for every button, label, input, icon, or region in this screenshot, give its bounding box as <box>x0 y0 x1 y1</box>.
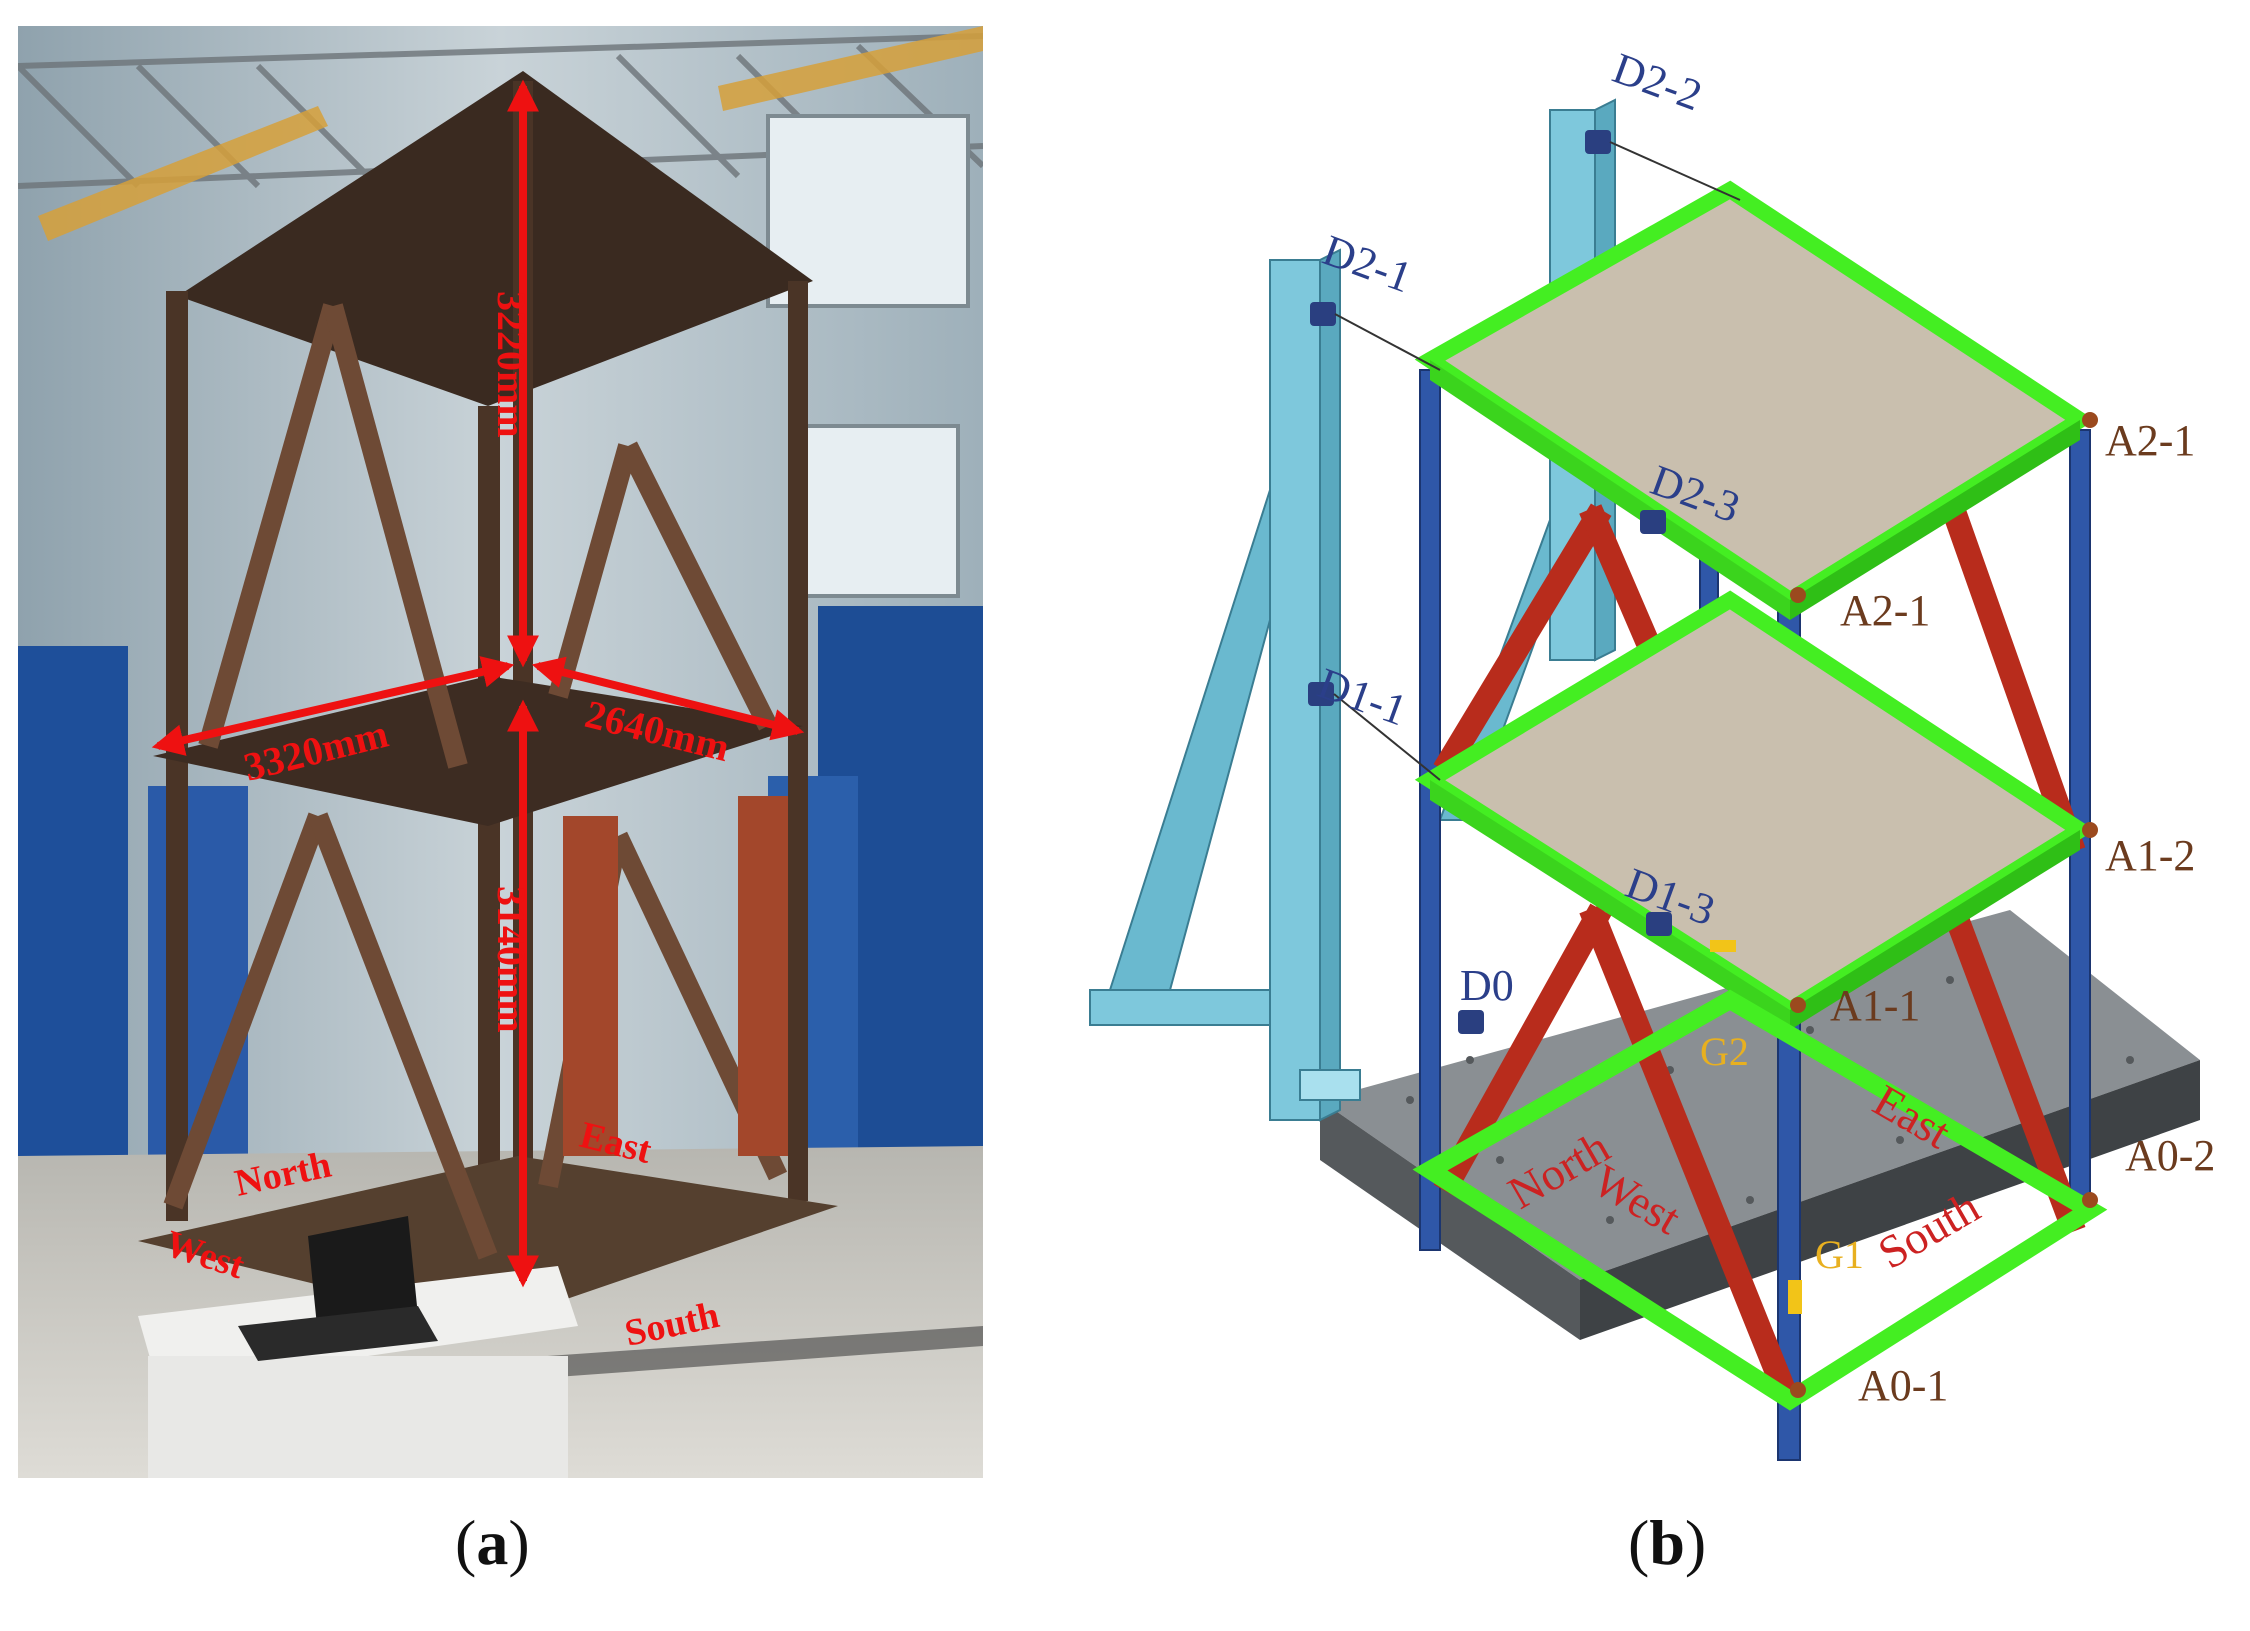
label-a1-2: A1-2 <box>2105 831 2195 880</box>
label-a1-1: A1-1 <box>1830 981 1920 1030</box>
sensor-d1-3 <box>1646 912 1672 936</box>
label-d2-2: D2-2 <box>1607 43 1709 120</box>
sensor-d2-1 <box>1310 302 1336 326</box>
sensor-d0 <box>1458 1010 1484 1034</box>
dim-height-lower: 3140mm <box>489 886 534 1033</box>
label-a2-1: A2-1 <box>1840 586 1930 635</box>
label-g1: G1 <box>1815 1232 1864 1277</box>
dimension-arrows <box>151 79 805 1288</box>
roof-lights <box>38 26 983 241</box>
sensor-d1-1 <box>1308 682 1334 706</box>
caption-b-letter: b <box>1649 1507 1685 1578</box>
label-a0-2: A0-2 <box>2125 1131 2215 1180</box>
blue-machinery <box>18 606 983 1206</box>
width-arrow <box>531 656 805 741</box>
sensor-labels-brown: A2-1 A2-1 A1-2 A1-1 A0-2 A0-1 <box>1830 416 2215 1410</box>
caption-a-letter: a <box>476 1507 509 1578</box>
label-a0-1: A0-1 <box>1858 1361 1948 1410</box>
caption-b-close: ) <box>1684 1507 1707 1578</box>
length-arrow <box>151 656 515 756</box>
caption-a-open: ( <box>455 1507 477 1578</box>
accelerometers <box>1790 412 2098 1398</box>
model-panel-b: D2-2 D2-1 D2-3 D1-1 D1-3 D0 A2-1 A2-1 A1… <box>1050 40 2230 1520</box>
dim-height-upper: 3220mm <box>489 291 534 438</box>
caption-b-open: ( <box>1628 1507 1650 1578</box>
ground-frame <box>1412 989 2108 1411</box>
photo-panel-a: 3220mm 3140mm 3320mm 2640mm North East W… <box>15 26 986 1478</box>
floor-slab-2 <box>1414 180 2095 620</box>
sensor-d2-3 <box>1640 510 1666 534</box>
label-g2: G2 <box>1700 1029 1749 1074</box>
desk-with-laptop <box>138 1216 578 1478</box>
gauge-labels: G1 G2 <box>1700 1029 1864 1277</box>
floor-slab-1 <box>1414 590 2095 1030</box>
label-a2-1-top: A2-1 <box>2105 416 2195 465</box>
caption-a: (a) <box>455 1506 530 1580</box>
sensor-d2-2 <box>1585 130 1611 154</box>
model-diagram: D2-2 D2-1 D2-3 D1-1 D1-3 D0 A2-1 A2-1 A1… <box>1089 43 2215 1461</box>
base-bolt-holes <box>1406 976 2134 1224</box>
caption-a-close: ) <box>508 1507 530 1578</box>
label-d0: D0 <box>1460 961 1514 1010</box>
orange-columns <box>563 796 788 1156</box>
photo-illustration: 3220mm 3140mm 3320mm 2640mm North East W… <box>15 26 986 1478</box>
displacement-sensors <box>1308 130 1672 1034</box>
strain-gauges <box>1710 940 1802 1314</box>
caption-b: (b) <box>1628 1506 1706 1580</box>
sensor-wires <box>1333 141 1741 781</box>
gauge-g1 <box>1788 1280 1802 1314</box>
gauge-g2 <box>1710 940 1736 952</box>
